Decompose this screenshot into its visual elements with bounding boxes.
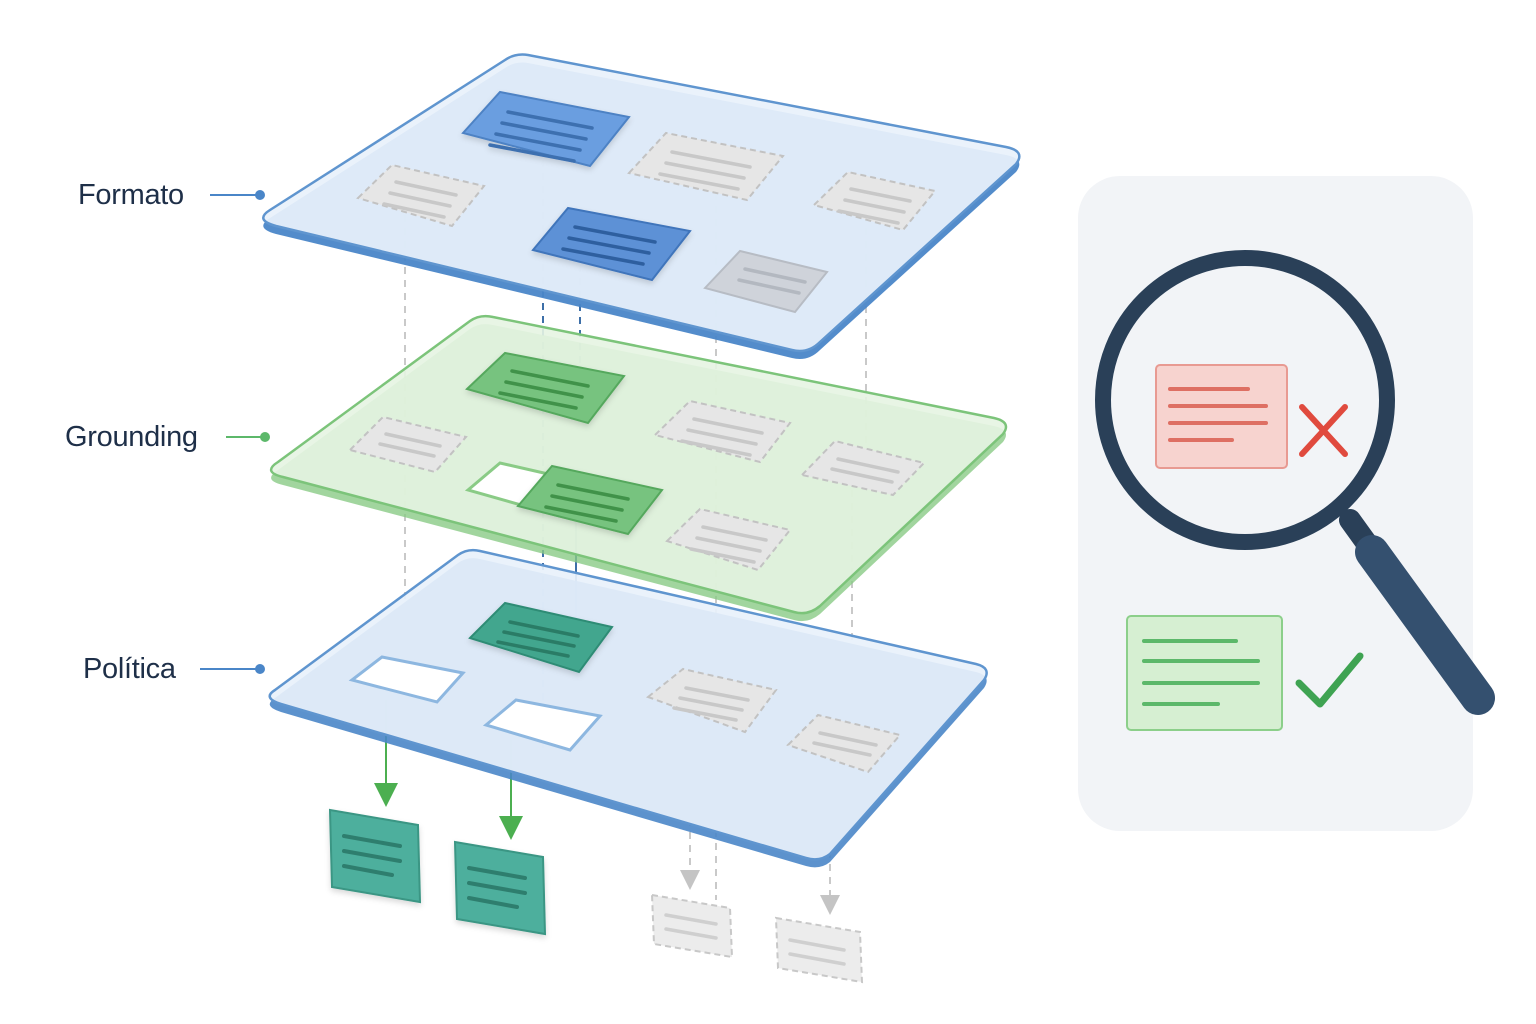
empty-slot <box>348 655 466 704</box>
muted-item <box>812 170 937 232</box>
rejected-card <box>1155 364 1288 469</box>
output-item-muted <box>774 916 864 984</box>
selected-item <box>461 90 631 168</box>
verification-panel <box>1078 176 1495 831</box>
muted-item <box>653 399 792 464</box>
layer-politica <box>268 548 988 868</box>
magnifier-icon <box>1095 250 1495 715</box>
layer-grounding <box>269 314 1008 622</box>
x-mark-icon <box>1299 404 1348 457</box>
accepted-card <box>1126 615 1283 731</box>
output-item <box>453 840 547 936</box>
layer-label-grounding: Grounding <box>65 421 270 453</box>
output-accepted-items <box>328 808 547 936</box>
output-item-muted <box>650 893 734 959</box>
svg-text:Formato: Formato <box>78 179 184 211</box>
output-item <box>328 808 422 904</box>
muted-item <box>703 249 829 314</box>
muted-item <box>356 163 486 228</box>
layer-label-formato: Formato <box>78 179 265 211</box>
muted-item <box>627 131 785 202</box>
muted-item <box>645 667 778 734</box>
layer-formato <box>262 53 1021 360</box>
layer-label-politica: Política <box>83 653 265 685</box>
muted-item <box>348 415 468 474</box>
selected-item <box>465 351 626 425</box>
selected-item <box>531 206 692 282</box>
svg-text:Grounding: Grounding <box>65 421 198 453</box>
svg-text:Política: Política <box>83 653 177 685</box>
muted-item <box>786 713 902 774</box>
check-mark-icon <box>1295 652 1364 708</box>
empty-slot <box>482 698 603 752</box>
muted-item <box>800 439 926 497</box>
muted-item <box>665 507 792 572</box>
output-rejected-items <box>650 893 864 984</box>
selected-item <box>516 464 664 536</box>
selected-item <box>468 601 614 674</box>
